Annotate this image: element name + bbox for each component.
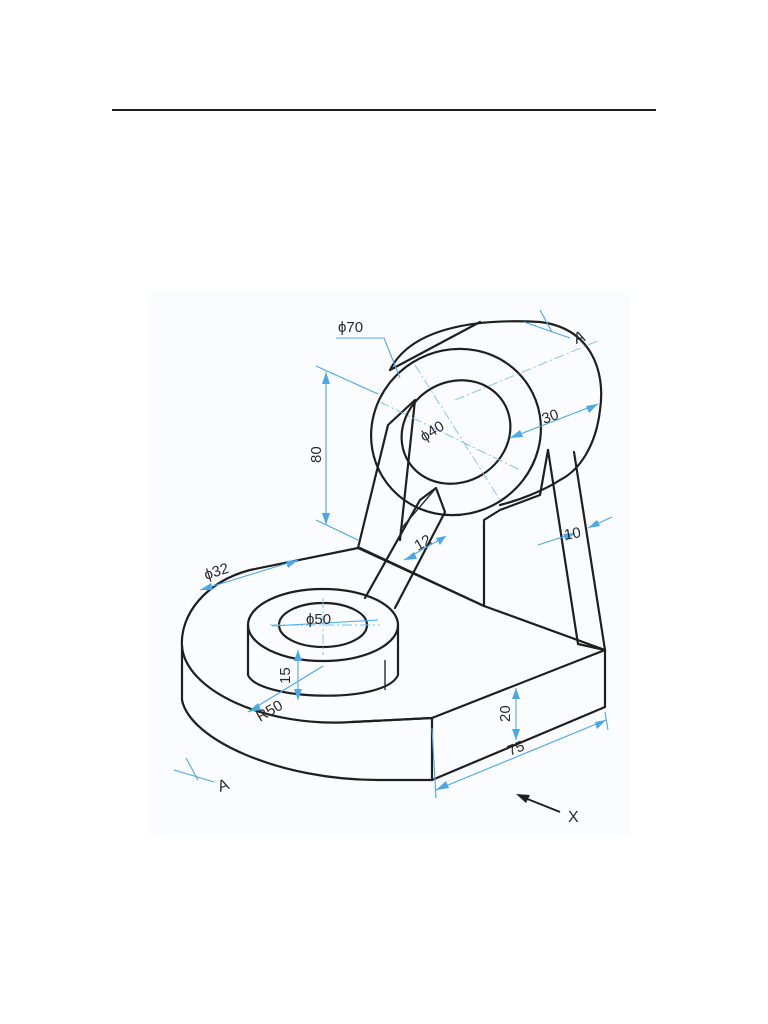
dim-30-arrow-right xyxy=(586,404,598,413)
view-arrow-head xyxy=(516,794,530,803)
dim-75-arrow-left xyxy=(436,781,449,790)
dim-r50-line xyxy=(247,665,324,713)
base-front-top-edge xyxy=(350,716,434,724)
section-line-top xyxy=(523,321,571,339)
label-12: 12 xyxy=(412,531,435,554)
dim-phi70-leader xyxy=(336,337,401,379)
dim-80-ext-top xyxy=(315,365,379,395)
base-boss-side xyxy=(246,623,400,697)
section-line-bottom-tick xyxy=(185,757,199,781)
label-r50: R50 xyxy=(254,697,286,725)
top-boss-axis-line xyxy=(454,339,601,401)
label-15: 15 xyxy=(277,667,294,684)
label-10: 10 xyxy=(563,524,582,544)
label-phi32: ϕ32 xyxy=(202,560,231,584)
label-phi40: ϕ40 xyxy=(417,418,447,446)
top-boss-center-line-1 xyxy=(379,401,521,471)
label-75: 75 xyxy=(505,738,527,760)
top-boss-front-face xyxy=(370,347,542,517)
label-phi70: ϕ70 xyxy=(338,319,363,336)
dim-20-arrow-bottom xyxy=(512,729,520,740)
mark-labels: A A X xyxy=(216,328,588,826)
dim-10-arrow-b xyxy=(588,520,600,528)
dim-phi32-line xyxy=(199,559,299,591)
dim-r50-arrow xyxy=(248,703,261,712)
dim-75-line xyxy=(435,719,607,791)
center-lines xyxy=(270,339,601,655)
label-20: 20 xyxy=(497,705,514,722)
section-line-bottom xyxy=(173,769,215,783)
support-plate-front-face xyxy=(482,448,550,608)
section-line-top-tick xyxy=(539,309,553,333)
top-boss-center-line-2 xyxy=(414,364,501,501)
dim-10-arrow-a xyxy=(563,533,575,541)
top-boss-top-edge xyxy=(388,320,482,372)
dim-80-arrow-top xyxy=(322,372,330,384)
label-80: 80 xyxy=(308,446,325,463)
dim-75-ext-left xyxy=(431,727,437,799)
object-lines xyxy=(180,320,607,782)
top-boss-outer-surface xyxy=(388,320,603,507)
top-boss-hole xyxy=(400,379,512,485)
dim-20-arrow-top xyxy=(512,688,520,699)
label-phi50: ϕ50 xyxy=(306,611,331,628)
dim-15-arrow-top xyxy=(294,650,302,661)
dim-15-arrow-bottom xyxy=(294,689,302,700)
dim-30-line xyxy=(509,403,599,439)
dim-80-ext-bottom xyxy=(315,519,359,541)
dim-75-ext-right xyxy=(604,711,609,731)
dimension-lines xyxy=(173,309,613,799)
top-rule xyxy=(112,109,656,111)
dimension-labels: ϕ70 ϕ40 80 30 12 10 ϕ32 ϕ50 15 R50 20 75 xyxy=(202,319,582,760)
support-plate-floor-line xyxy=(358,546,486,608)
section-mark-top: A xyxy=(572,328,588,348)
dim-phi32-arrow-right xyxy=(286,560,298,568)
view-direction-label: X xyxy=(568,809,579,826)
dim-75-arrow-right xyxy=(595,720,606,729)
dim-12-arrow-right xyxy=(436,536,446,545)
diagonal-rib xyxy=(363,486,447,610)
base-front-edge xyxy=(180,644,434,782)
dim-30-arrow-left xyxy=(510,430,523,438)
dim-phi32-arrow-left xyxy=(200,583,213,590)
dim-12-arrow-left xyxy=(404,552,417,560)
dim-80-arrow-bottom xyxy=(322,513,330,525)
base-right-edge xyxy=(430,648,607,782)
view-direction-arrow xyxy=(516,794,561,813)
side-web xyxy=(546,448,607,652)
base-top-outline xyxy=(180,546,607,724)
label-30: 30 xyxy=(540,406,561,428)
dim-phi50-line xyxy=(271,619,379,627)
section-mark-bottom: A xyxy=(216,776,232,796)
